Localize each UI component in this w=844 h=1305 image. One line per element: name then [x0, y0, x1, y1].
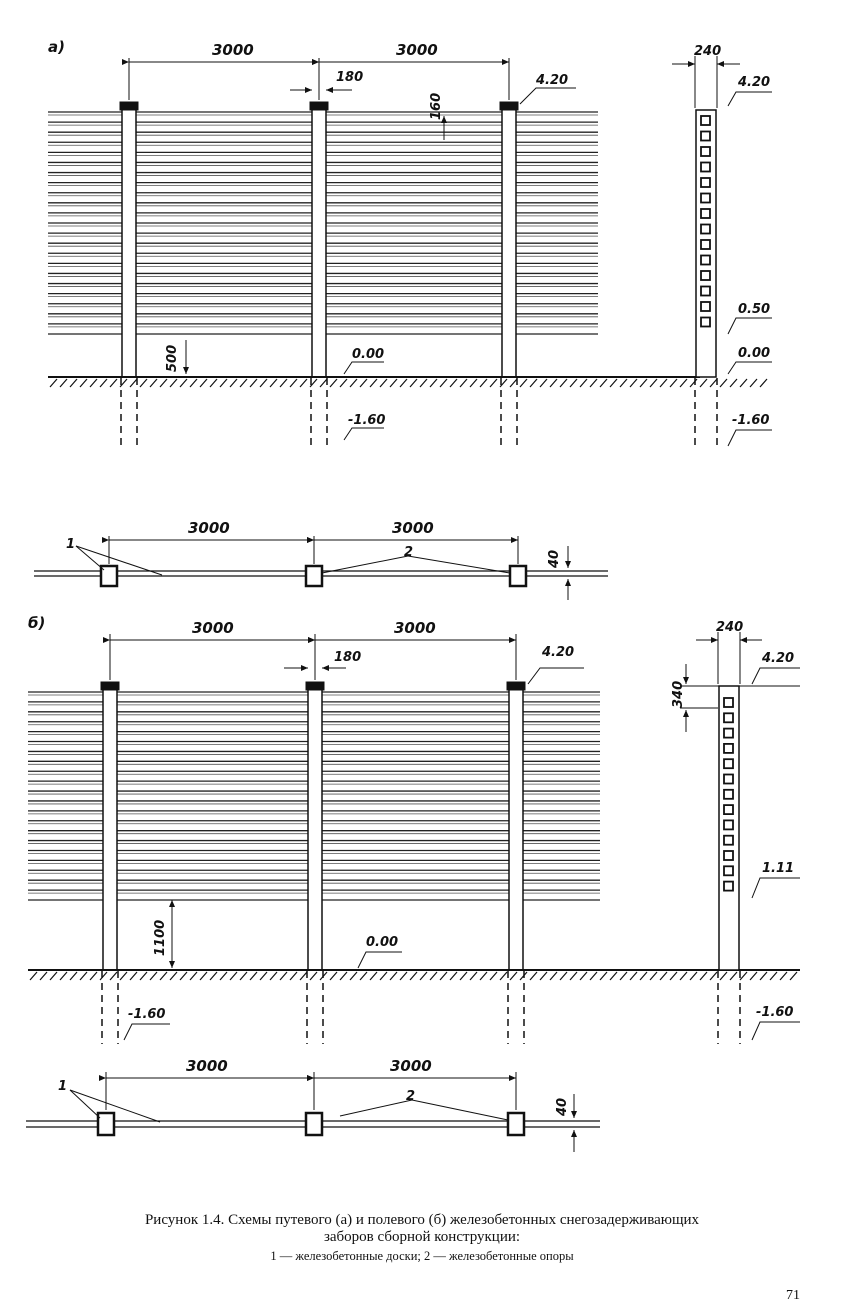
dim-b-post-width: 180 — [334, 650, 361, 665]
panel-b-dimensions — [103, 634, 584, 1041]
side-a-width: 240 — [694, 44, 721, 59]
dim-a-post-width: 180 — [336, 70, 363, 85]
slot — [700, 301, 711, 312]
plan-b-label-1: 1 — [58, 1079, 67, 1094]
slot — [700, 177, 711, 188]
slot — [700, 239, 711, 250]
slot — [700, 130, 711, 142]
plan-b-span2: 3000 — [390, 1057, 432, 1075]
dim-b-gap: 1100 — [153, 920, 168, 956]
dim-a-gap: 500 — [165, 345, 180, 372]
panel-b-plan: 3000 3000 1 2 40 — [26, 1057, 600, 1152]
caption-legend: 1 — железобетонные доски; 2 — железобето… — [270, 1249, 574, 1263]
slot — [723, 819, 734, 831]
side-b-cap: 340 — [671, 681, 686, 708]
caption-line-1: Рисунок 1.4. Схемы путевого (а) и полево… — [144, 1212, 700, 1228]
panel-a-label: а) — [48, 38, 65, 56]
dim-b-span2: 3000 — [394, 619, 436, 637]
slot — [700, 115, 711, 126]
mark-a-ground: 0.00 — [352, 347, 384, 362]
slot — [700, 223, 711, 235]
slot — [723, 758, 734, 770]
slot — [700, 285, 711, 297]
panel-a-dimensions — [122, 58, 576, 441]
caption-line-2: заборов сборной конструкции: — [323, 1229, 521, 1245]
panel-b-ground — [28, 969, 800, 981]
slot — [723, 804, 734, 815]
plan-b-thickness: 40 — [555, 1098, 570, 1117]
panel-b-label: б) — [28, 614, 45, 632]
slot — [700, 270, 711, 281]
plan-a-thickness: 40 — [547, 550, 562, 569]
mark-b-ground: 0.00 — [366, 935, 398, 950]
slot — [700, 146, 711, 157]
slot — [723, 743, 734, 754]
slot — [700, 254, 711, 266]
side-b-lower: 1.11 — [762, 861, 794, 876]
slot — [723, 697, 734, 708]
side-a-depth: -1.60 — [732, 413, 769, 428]
side-b-width: 240 — [716, 620, 743, 635]
panel-a-foundations — [120, 378, 518, 446]
page-number: 71 — [786, 1288, 800, 1303]
dim-a-board-height: 160 — [429, 93, 444, 120]
slot — [700, 208, 711, 219]
dim-a-span1: 3000 — [212, 41, 254, 59]
mark-b-top: 4.20 — [541, 645, 574, 660]
slot — [723, 834, 734, 846]
slot — [723, 880, 734, 892]
slot — [723, 850, 734, 861]
figure-caption: Рисунок 1.4. Схемы путевого (а) и полево… — [0, 1212, 844, 1246]
slot — [723, 712, 734, 724]
mark-a-top: 4.20 — [535, 73, 568, 88]
panel-a-posts — [119, 101, 519, 378]
panel-a-side-view: 240 4.20 0.50 0.00 -1.60 — [672, 44, 772, 447]
plan-b-label-2: 2 — [406, 1089, 415, 1104]
slot — [723, 788, 734, 800]
slot — [700, 316, 711, 328]
side-a-top: 4.20 — [737, 75, 770, 90]
slot — [723, 773, 734, 785]
panel-b-posts — [100, 681, 526, 971]
mark-a-depth: -1.60 — [348, 413, 385, 428]
slot — [723, 727, 734, 739]
mark-b-depth: -1.60 — [128, 1007, 165, 1022]
slot — [723, 865, 734, 877]
panel-a-plan: 3000 3000 1 2 40 — [34, 519, 608, 600]
plan-a-span2: 3000 — [392, 519, 434, 537]
side-a-lower: 0.50 — [738, 302, 770, 317]
panel-b-side-view: 240 340 4.20 1.11 -1.60 — [671, 620, 800, 1044]
side-b-depth: -1.60 — [756, 1005, 793, 1020]
panel-a-ground — [48, 376, 768, 388]
panel-b-foundations — [101, 971, 525, 1044]
side-a-ground: 0.00 — [738, 346, 770, 361]
dim-a-span2: 3000 — [396, 41, 438, 59]
side-b-top: 4.20 — [761, 651, 794, 666]
plan-a-span1: 3000 — [188, 519, 230, 537]
slot — [700, 161, 711, 173]
slot — [700, 192, 711, 204]
plan-a-label-2: 2 — [404, 545, 413, 560]
dim-b-span1: 3000 — [192, 619, 234, 637]
plan-b-span1: 3000 — [186, 1057, 228, 1075]
plan-a-label-1: 1 — [66, 537, 75, 552]
